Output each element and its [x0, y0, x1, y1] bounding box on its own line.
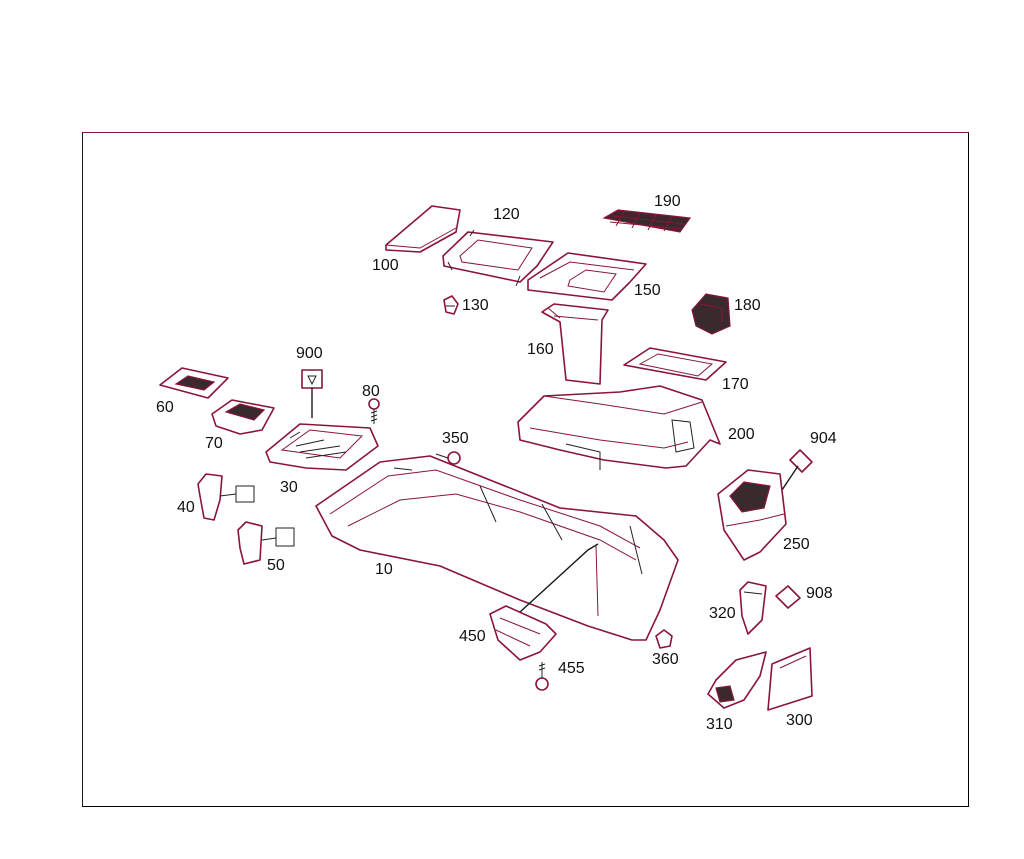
callout-60[interactable]: 60 [156, 399, 174, 416]
part-180-bracket[interactable] [691, 293, 731, 335]
part-310-trim-piece[interactable] [707, 651, 767, 709]
part-40-socket[interactable] [197, 473, 255, 521]
part-200-armrest[interactable] [517, 385, 721, 470]
callout-30[interactable]: 30 [280, 479, 298, 496]
callout-908[interactable]: 908 [806, 585, 833, 602]
part-350-bolt[interactable] [435, 451, 461, 465]
part-450-bracket[interactable] [489, 605, 557, 661]
diagram-frame [82, 132, 969, 807]
callout-200[interactable]: 200 [728, 426, 755, 443]
callout-150[interactable]: 150 [634, 282, 661, 299]
part-160-storage-bin[interactable] [541, 303, 609, 385]
callout-320[interactable]: 320 [709, 605, 736, 622]
part-904-label[interactable] [789, 449, 813, 473]
part-130-clip[interactable] [443, 295, 459, 315]
part-250-rear-vent[interactable] [717, 469, 787, 561]
callout-130[interactable]: 130 [462, 297, 489, 314]
callout-80[interactable]: 80 [362, 383, 380, 400]
callout-904[interactable]: 904 [810, 430, 837, 447]
part-455-screw[interactable] [535, 662, 549, 691]
part-320-socket[interactable] [739, 581, 767, 635]
callout-50[interactable]: 50 [267, 557, 285, 574]
callout-250[interactable]: 250 [783, 536, 810, 553]
callout-360[interactable]: 360 [652, 651, 679, 668]
part-360-nut[interactable] [655, 629, 673, 649]
part-10-center-console[interactable] [315, 455, 679, 641]
callout-100[interactable]: 100 [372, 257, 399, 274]
part-150-trim-panel[interactable] [527, 252, 647, 301]
callout-300[interactable]: 300 [786, 712, 813, 729]
part-100-cover[interactable] [385, 205, 461, 253]
part-300-cover-panel[interactable] [767, 647, 813, 711]
part-120-trim-frame[interactable] [442, 229, 554, 287]
part-190-grille[interactable] [602, 209, 692, 233]
part-170-mat[interactable] [623, 347, 727, 381]
callout-120[interactable]: 120 [493, 206, 520, 223]
callout-180[interactable]: 180 [734, 297, 761, 314]
callout-455[interactable]: 455 [558, 660, 585, 677]
callout-450[interactable]: 450 [459, 628, 486, 645]
callout-190[interactable]: 190 [654, 193, 681, 210]
callout-900[interactable]: 900 [296, 345, 323, 362]
callout-350[interactable]: 350 [442, 430, 469, 447]
part-30-switch-module[interactable] [265, 423, 379, 471]
callout-40[interactable]: 40 [177, 499, 195, 516]
callout-160[interactable]: 160 [527, 341, 554, 358]
part-60-tray-mat[interactable] [159, 367, 229, 399]
callout-310[interactable]: 310 [706, 716, 733, 733]
callout-170[interactable]: 170 [722, 376, 749, 393]
part-70-tray[interactable] [211, 399, 275, 435]
part-900-label[interactable] [301, 369, 323, 389]
part-80-screw[interactable] [368, 398, 380, 424]
part-908-label[interactable] [775, 585, 801, 609]
part-50-socket[interactable] [237, 521, 295, 565]
callout-10[interactable]: 10 [375, 561, 393, 578]
callout-70[interactable]: 70 [205, 435, 223, 452]
